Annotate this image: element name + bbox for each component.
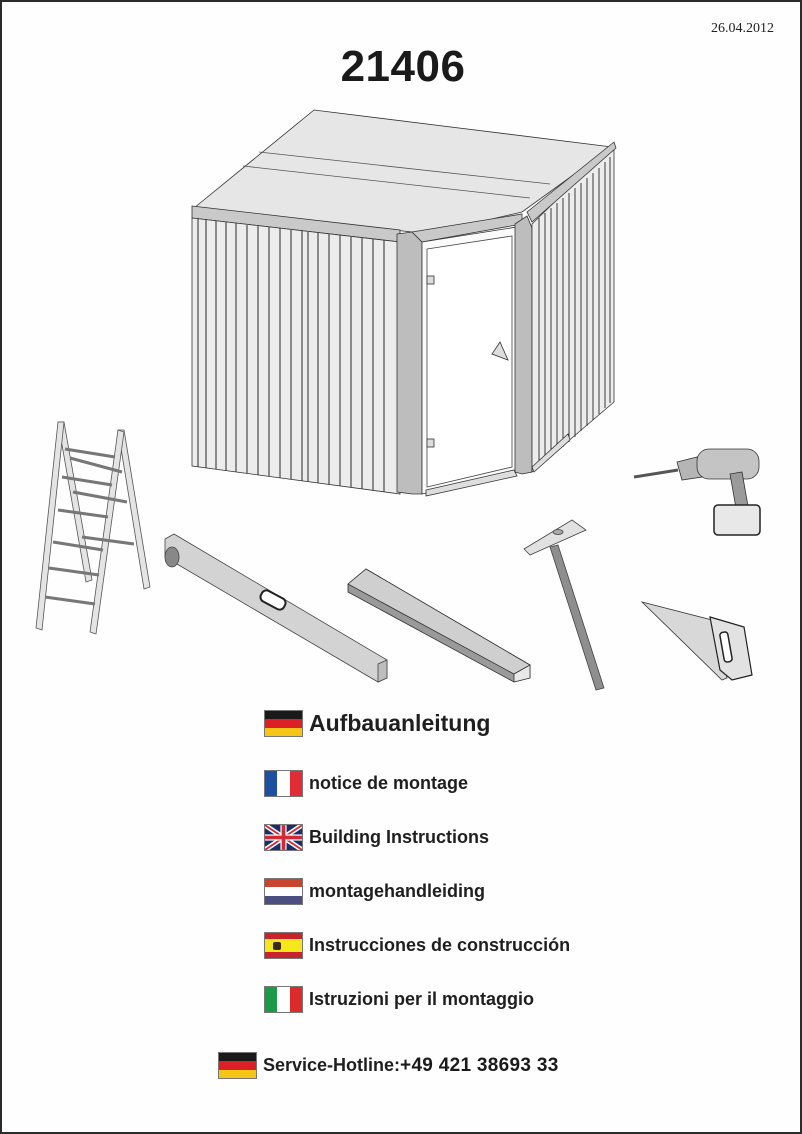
language-label: Instrucciones de construcción xyxy=(309,935,571,955)
language-item-dutch: montagehandleiding xyxy=(264,878,485,905)
language-label: notice de montage xyxy=(309,773,469,793)
language-item-german: Aufbauanleitung xyxy=(264,710,490,737)
folding-ruler-illustration xyxy=(347,568,531,683)
hand-saw-illustration xyxy=(640,601,753,681)
hotline-number: +49 421 38693 33 xyxy=(400,1054,559,1076)
netherlands-flag-icon xyxy=(264,878,303,905)
france-flag-icon xyxy=(264,770,303,797)
language-label: montagehandleiding xyxy=(309,881,486,901)
ladder-illustration xyxy=(35,421,151,635)
illustration-canvas xyxy=(35,109,761,691)
language-item-italian: Istruzioni per il montaggio xyxy=(264,986,534,1013)
cordless-drill-illustration xyxy=(633,448,761,536)
language-label: Building Instructions xyxy=(309,827,489,847)
shed-illustration xyxy=(191,109,617,497)
document-date: 26.04.2012 xyxy=(711,21,774,36)
service-hotline: Service-Hotline: +49 421 38693 33 xyxy=(218,1052,559,1079)
language-item-english: Building Instructions xyxy=(264,824,489,851)
hotline-label: Service-Hotline: xyxy=(263,1055,401,1075)
model-number-title: 21406 xyxy=(340,42,466,91)
spain-flag-icon xyxy=(264,932,303,959)
language-item-spanish: Instrucciones de construcción xyxy=(264,932,570,959)
italy-flag-icon xyxy=(264,986,303,1013)
language-label: Istruzioni per il montaggio xyxy=(309,989,534,1009)
language-item-french: notice de montage xyxy=(264,770,468,797)
hammer-illustration xyxy=(523,519,605,691)
germany-flag-icon xyxy=(264,710,303,737)
germany-flag-icon xyxy=(218,1052,257,1079)
language-label: Aufbauanleitung xyxy=(309,710,491,736)
spirit-level-illustration xyxy=(164,533,388,683)
united-kingdom-flag-icon xyxy=(264,824,303,851)
